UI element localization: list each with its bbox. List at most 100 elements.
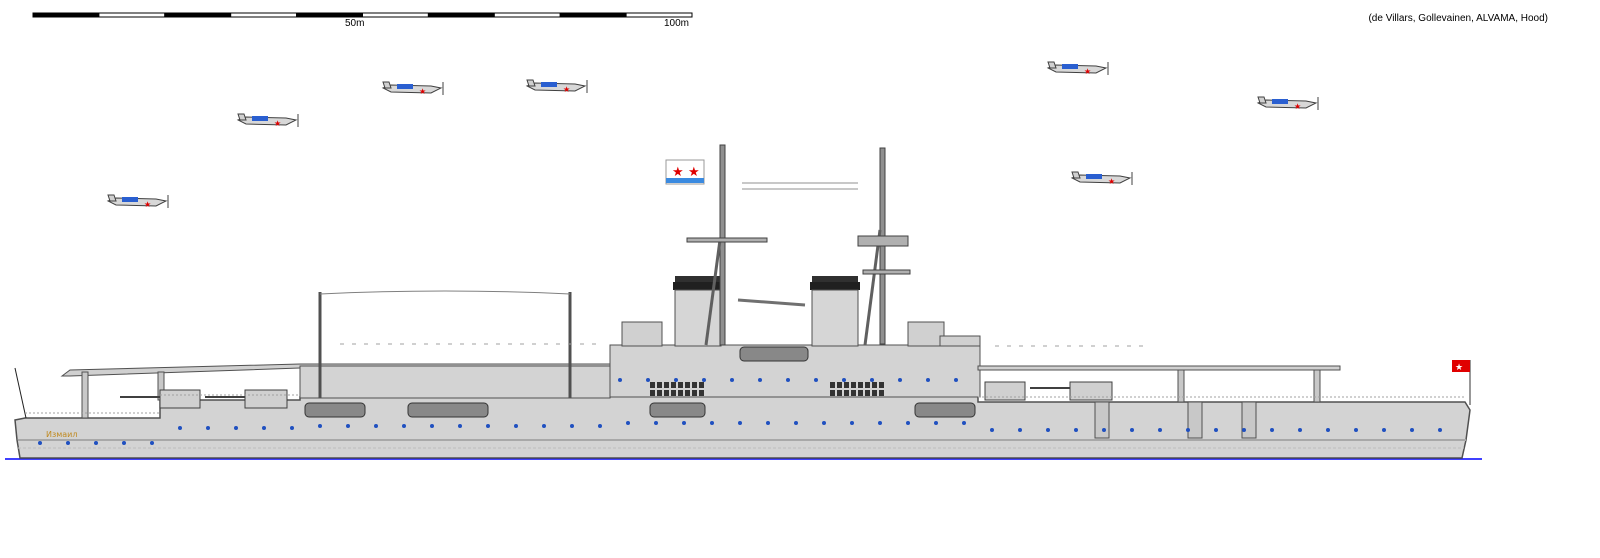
aircraft-tail (1047, 61, 1057, 69)
vent-grille (685, 382, 690, 388)
jack-flag: ★ (1452, 360, 1471, 405)
scale-segment (493, 12, 561, 18)
porthole (682, 421, 686, 425)
porthole (374, 424, 378, 428)
porthole (674, 378, 678, 382)
porthole (290, 426, 294, 430)
scale-segment (98, 12, 166, 18)
aircraft-group: ★ ★ ★ ★ ★ ★ ★ (106, 61, 1319, 209)
scale-segment (296, 12, 364, 18)
porthole (1410, 428, 1414, 432)
aircraft: ★ (525, 79, 588, 94)
aircraft: ★ (381, 81, 444, 96)
porthole (178, 426, 182, 430)
vent-grille (872, 390, 877, 396)
vent-grille (851, 382, 856, 388)
porthole (1186, 428, 1190, 432)
svg-text:★: ★ (688, 164, 700, 179)
vent-grille (865, 390, 870, 396)
aircraft-tail (237, 113, 247, 121)
vent-grille (851, 390, 856, 396)
porthole (870, 378, 874, 382)
turret (984, 381, 1026, 401)
vent-grille (837, 390, 842, 396)
crane-wire (319, 290, 571, 295)
porthole (206, 426, 210, 430)
vent-grille (872, 382, 877, 388)
porthole (38, 441, 42, 445)
red-star-icon: ★ (563, 85, 570, 94)
vent-grille (879, 390, 884, 396)
porthole (934, 421, 938, 425)
vent-grille (685, 390, 690, 396)
deckhouse (907, 321, 945, 347)
vent-grille (879, 382, 884, 388)
porthole (878, 421, 882, 425)
deck-pillar (1313, 369, 1321, 403)
porthole (122, 441, 126, 445)
aircraft: ★ (236, 113, 299, 128)
red-star-icon: ★ (274, 119, 281, 128)
boat (649, 402, 706, 418)
vent-grille (858, 390, 863, 396)
svg-text:★: ★ (1455, 362, 1463, 372)
aircraft-canopy (122, 197, 138, 202)
porthole (1158, 428, 1162, 432)
porthole (598, 424, 602, 428)
boat (914, 402, 976, 418)
deck-pillar (1187, 401, 1203, 439)
vent-grille (671, 390, 676, 396)
ship-name: Измаил (46, 430, 78, 439)
vent-grille (837, 382, 842, 388)
funnel (810, 276, 860, 347)
vent-grille (657, 390, 662, 396)
vent-grille (692, 390, 697, 396)
hull-details (25, 343, 1465, 445)
porthole (766, 421, 770, 425)
scale-segment (362, 12, 429, 18)
porthole (654, 421, 658, 425)
aircraft-tail (382, 81, 392, 89)
vent-grille (844, 382, 849, 388)
porthole (898, 378, 902, 382)
porthole (702, 378, 706, 382)
deck-pillar (1177, 369, 1185, 403)
porthole (66, 441, 70, 445)
porthole (1074, 428, 1078, 432)
porthole (990, 428, 994, 432)
scale-segment (427, 12, 495, 18)
porthole (926, 378, 930, 382)
red-star-icon: ★ (1294, 102, 1301, 111)
fore-mast (857, 147, 911, 346)
porthole (1354, 428, 1358, 432)
aircraft: ★ (106, 194, 169, 209)
porthole (618, 378, 622, 382)
porthole (626, 421, 630, 425)
aircraft: ★ (1070, 171, 1133, 186)
aircraft-canopy (252, 116, 268, 121)
porthole (842, 378, 846, 382)
boat (407, 402, 489, 418)
porthole (850, 421, 854, 425)
vent-grille (664, 390, 669, 396)
vent-grille (657, 382, 662, 388)
aircraft-canopy (1086, 174, 1102, 179)
porthole (402, 424, 406, 428)
red-star-icon: ★ (1108, 177, 1115, 186)
scale-segment (625, 12, 693, 18)
scale-segment (164, 12, 232, 18)
scale-label-100m: 100m (664, 18, 690, 29)
porthole (1382, 428, 1386, 432)
porthole (1438, 428, 1442, 432)
vent-grille (692, 382, 697, 388)
turret (120, 389, 201, 409)
porthole (458, 424, 462, 428)
porthole (514, 424, 518, 428)
porthole (486, 424, 490, 428)
flight-deck-fwd (977, 365, 1341, 371)
porthole (570, 424, 574, 428)
scale-segment (559, 12, 627, 18)
porthole (234, 426, 238, 430)
aircraft-tail (107, 194, 117, 202)
